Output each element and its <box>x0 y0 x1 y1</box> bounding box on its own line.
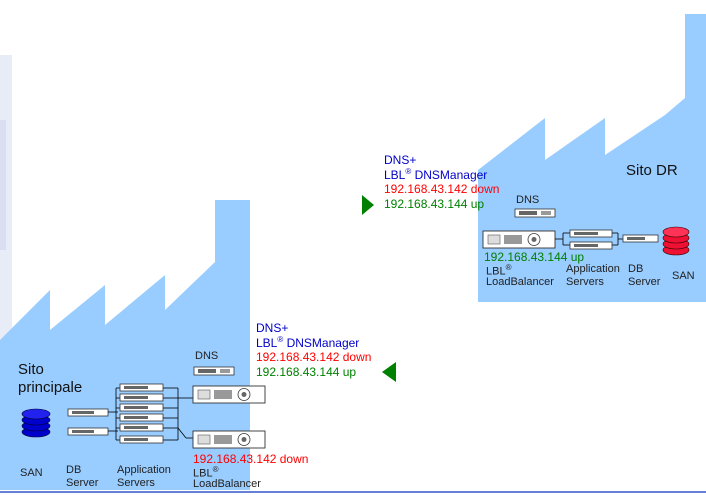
dr-db-label-line1: DB <box>628 263 644 275</box>
dns-top-status-up: 192.168.43.144 up <box>384 197 485 211</box>
main-lb-active-icon <box>192 385 266 404</box>
dns-top-manager: DNSManager <box>411 168 488 182</box>
main-lb-label-line1: LBL® <box>193 466 218 480</box>
main-dns-icon <box>193 366 235 376</box>
main-db-label-line1: DB <box>66 464 82 476</box>
dns-top-lbl: LBL <box>384 168 406 182</box>
main-lb-label-line2: LoadBalancer <box>193 478 261 490</box>
main-site-title-line1: Sito <box>18 361 44 378</box>
dns-top-registered: ® <box>405 167 412 176</box>
dns-bottom-status-up: 192.168.43.144 up <box>256 365 357 379</box>
main-lb-lbl: LBL <box>193 467 213 480</box>
dns-bottom-manager-label: LBL® DNSManager <box>256 335 360 350</box>
arrow-left-icon <box>382 362 396 382</box>
dns-bottom-manager: DNSManager <box>283 336 360 350</box>
dr-lb-status: 192.168.43.144 up <box>484 250 585 264</box>
main-app-servers-icon <box>119 383 164 444</box>
dr-dns-icon <box>514 208 556 218</box>
dns-bottom-registered: ® <box>277 335 284 344</box>
main-san-icon <box>21 408 51 438</box>
dns-top-manager-label: LBL® DNSManager <box>384 167 488 182</box>
main-db-server-icon <box>67 408 109 436</box>
dr-db-server-icon <box>622 234 659 243</box>
main-lb-status: 192.168.43.142 down <box>193 452 309 466</box>
dr-app-label-line1: Application <box>566 263 620 275</box>
dr-lb-label-line2: LoadBalancer <box>486 276 554 288</box>
main-db-label-line2: Server <box>66 477 99 489</box>
main-lb-registered: ® <box>212 465 219 474</box>
dr-app-servers-icon <box>569 229 613 250</box>
dr-site-factory <box>478 14 706 302</box>
dns-bottom-title: DNS+ <box>256 321 289 335</box>
dr-lb-lbl: LBL <box>486 265 506 278</box>
main-app-label-line1: Application <box>117 464 171 476</box>
dr-app-label-line2: Servers <box>566 276 604 288</box>
left-decoration-inner <box>0 120 6 250</box>
dr-site-title: Sito DR <box>626 162 678 179</box>
main-app-label-line2: Servers <box>117 477 155 489</box>
dr-lb-registered: ® <box>505 263 512 272</box>
main-connections <box>108 387 193 441</box>
dr-lb-label-line1: LBL® <box>486 264 511 278</box>
dr-dns-label: DNS <box>516 194 540 206</box>
dr-lb-icon <box>482 230 556 249</box>
main-san-label: SAN <box>20 467 43 479</box>
dr-db-label-line2: Server <box>628 276 661 288</box>
main-site-title-line2: principale <box>18 379 83 396</box>
dr-san-label: SAN <box>672 270 695 282</box>
main-site-factory <box>0 200 250 490</box>
dr-connections <box>555 232 623 246</box>
dns-bottom-lbl: LBL <box>256 336 278 350</box>
arrow-right-icon <box>362 195 374 215</box>
dns-bottom-status-down: 192.168.43.142 down <box>256 350 372 364</box>
main-dns-label: DNS <box>195 350 219 362</box>
dns-top-title: DNS+ <box>384 153 417 167</box>
dns-top-status-down: 192.168.43.142 down <box>384 182 500 196</box>
main-lb-standby-icon <box>192 430 266 449</box>
dr-san-icon <box>662 226 690 256</box>
